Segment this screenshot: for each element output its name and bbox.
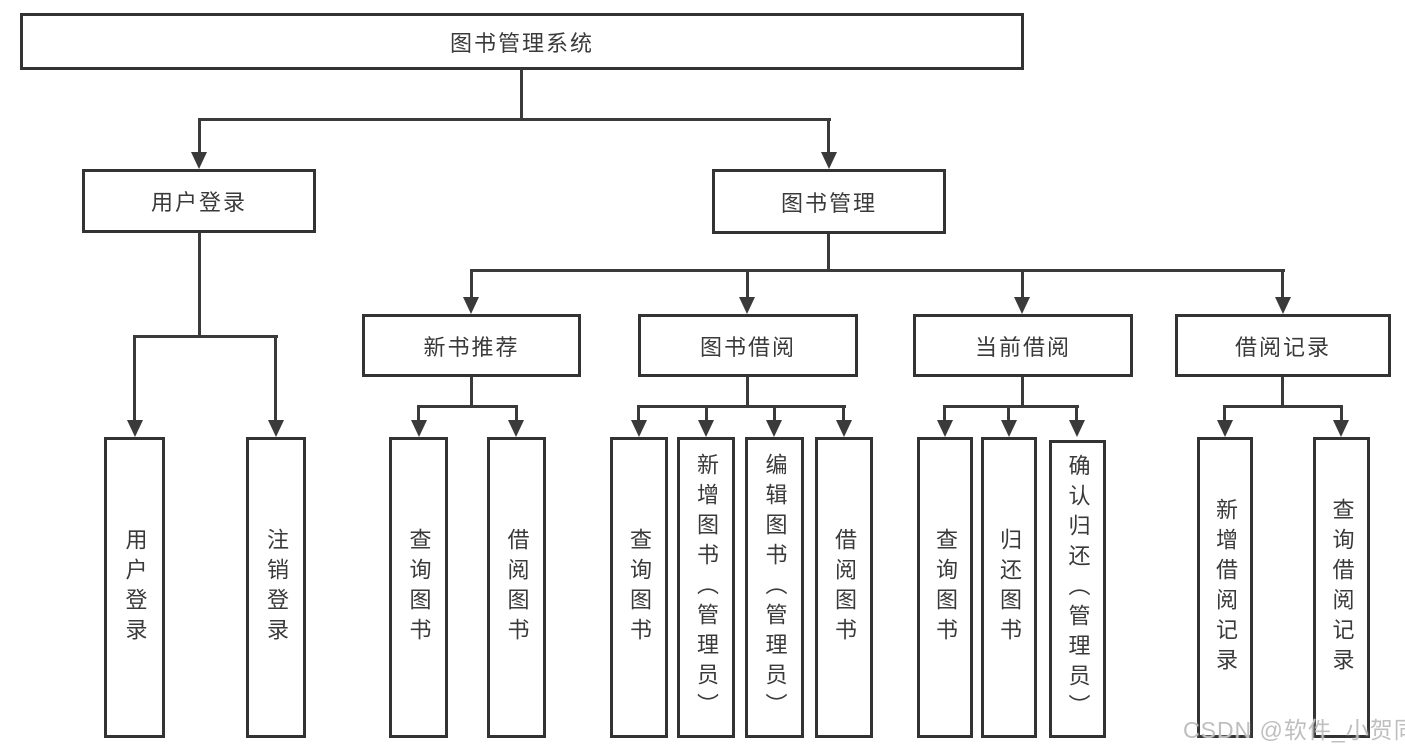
node-current-borrow: 当前借阅: [913, 314, 1133, 377]
node-new-book-recommend-label: 新书推荐: [423, 334, 520, 360]
leaf-current-return: 归还图书: [981, 437, 1037, 738]
leaf-borrow-edit-admin: 编辑图书（管理员）: [745, 437, 804, 738]
connector-arrow-stem: [1021, 271, 1024, 299]
leaf-current-query-label: 查询图书: [933, 527, 958, 648]
connector-arrow-stem: [1340, 407, 1343, 423]
node-user-login: 用户登录: [82, 169, 316, 233]
connector-bookmgmt-rail: [470, 269, 1285, 272]
node-book-management: 图书管理: [712, 169, 946, 234]
node-borrow-record-label: 借阅记录: [1234, 334, 1331, 360]
arrow-down-icon: [766, 420, 782, 437]
connector-arrow-stem: [470, 271, 473, 299]
arrow-down-icon: [821, 152, 837, 169]
leaf-logout-label: 注销登录: [264, 527, 289, 648]
connector-arrow-stem: [1007, 407, 1010, 423]
leaf-user-login-label: 用户登录: [122, 527, 148, 648]
arrow-down-icon: [836, 420, 852, 437]
leaf-newbook-query: 查询图书: [389, 437, 448, 738]
connector-arrow-stem: [274, 337, 277, 423]
node-book-borrow: 图书借阅: [638, 314, 858, 377]
connector-arrow-stem: [1075, 407, 1078, 423]
leaf-current-confirm-admin: 确认归还（管理员）: [1049, 440, 1106, 738]
leaf-logout: 注销登录: [246, 437, 306, 738]
leaf-borrow-add-admin: 新增图书（管理员）: [677, 437, 735, 738]
connector-userlogin-stem: [198, 233, 201, 338]
connector-arrow-stem: [1281, 271, 1284, 299]
leaf-borrow-borrow-label: 借阅图书: [832, 527, 857, 648]
csdn-watermark: CSDN @软件_小贺同学: [1183, 717, 1405, 743]
arrow-down-icon: [1333, 420, 1349, 437]
connector-arrow-stem: [827, 119, 830, 155]
connector-arrow-stem: [705, 407, 708, 423]
connector-newbook-rail: [417, 405, 518, 408]
node-user-login-label: 用户登录: [150, 190, 247, 215]
connector-bookborrow-rail: [637, 405, 846, 408]
leaf-newbook-borrow: 借阅图书: [487, 437, 546, 738]
arrow-down-icon: [937, 420, 953, 437]
connector-arrow-stem: [842, 407, 845, 423]
leaf-record-query: 查询借阅记录: [1313, 437, 1370, 738]
connector-currentborrow-stem: [1021, 377, 1024, 407]
connector-arrow-stem: [746, 271, 749, 299]
leaf-newbook-borrow-label: 借阅图书: [504, 527, 530, 648]
leaf-current-confirm-admin-label: 确认归还（管理员）: [1065, 454, 1091, 724]
connector-arrow-stem: [943, 407, 946, 423]
connector-borrowrecord-stem: [1281, 377, 1284, 407]
arrow-down-icon: [127, 420, 143, 437]
arrow-down-icon: [1275, 297, 1291, 314]
connector-userlogin-rail: [133, 335, 278, 338]
connector-arrow-stem: [417, 407, 420, 423]
arrow-down-icon: [631, 420, 647, 437]
arrow-down-icon: [1001, 420, 1017, 437]
leaf-current-return-label: 归还图书: [997, 527, 1022, 648]
connector-root-rail: [198, 118, 831, 121]
node-book-management-label: 图书管理: [780, 190, 877, 216]
leaf-borrow-edit-admin-label: 编辑图书（管理员）: [762, 452, 788, 723]
leaf-record-query-label: 查询借阅记录: [1329, 497, 1355, 678]
connector-arrow-stem: [773, 407, 776, 423]
connector-arrow-stem: [637, 407, 640, 423]
arrow-down-icon: [268, 420, 284, 437]
connector-arrow-stem: [198, 119, 201, 155]
arrow-down-icon: [1014, 297, 1030, 314]
leaf-user-login: 用户登录: [104, 437, 165, 738]
leaf-borrow-query: 查询图书: [610, 437, 668, 738]
connector-root-stem: [520, 69, 523, 120]
connector-borrowrecord-rail: [1223, 405, 1343, 408]
node-new-book-recommend: 新书推荐: [362, 314, 581, 377]
leaf-borrow-add-admin-label: 新增图书（管理员）: [694, 452, 719, 723]
arrow-down-icon: [1217, 420, 1233, 437]
connector-bookmgmt-stem: [827, 234, 830, 271]
connector-arrow-stem: [515, 407, 518, 423]
connector-newbook-stem: [470, 377, 473, 407]
connector-arrow-stem: [133, 337, 136, 423]
arrow-down-icon: [508, 420, 524, 437]
connector-currentborrow-rail: [943, 405, 1079, 408]
node-borrow-record: 借阅记录: [1175, 314, 1391, 377]
arrow-down-icon: [698, 420, 714, 437]
connector-bookborrow-stem: [746, 377, 749, 407]
arrow-down-icon: [1069, 420, 1085, 437]
node-root-label: 图书管理系统: [449, 30, 594, 56]
connector-arrow-stem: [1223, 407, 1226, 423]
leaf-newbook-query-label: 查询图书: [406, 527, 432, 648]
leaf-borrow-query-label: 查询图书: [627, 527, 652, 648]
arrow-down-icon: [191, 152, 207, 169]
arrow-down-icon: [739, 297, 755, 314]
node-current-borrow-label: 当前借阅: [974, 334, 1071, 360]
leaf-current-query: 查询图书: [917, 437, 973, 738]
arrow-down-icon: [411, 420, 427, 437]
arrow-down-icon: [463, 297, 479, 314]
leaf-record-add-label: 新增借阅记录: [1213, 497, 1238, 678]
leaf-borrow-borrow: 借阅图书: [815, 437, 873, 738]
node-root: 图书管理系统: [20, 13, 1024, 70]
leaf-record-add: 新增借阅记录: [1197, 437, 1253, 738]
node-book-borrow-label: 图书借阅: [699, 334, 796, 360]
